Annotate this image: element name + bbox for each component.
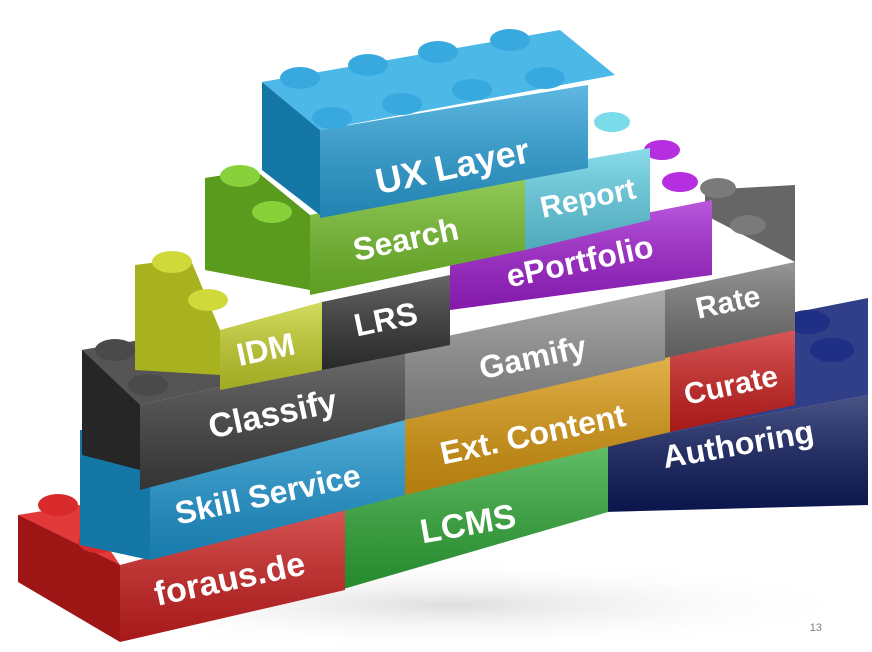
- brick-rate: Rate: [665, 178, 795, 358]
- brick-curate: Curate: [670, 330, 795, 432]
- brick-lrs: LRS: [322, 275, 450, 370]
- brick-idm: IDM: [135, 251, 322, 390]
- brick-lcms: LCMS: [340, 445, 608, 590]
- brick-skill-service: Skill Service: [80, 415, 405, 560]
- brick-report: Report: [525, 112, 650, 250]
- page-number: 13: [809, 622, 822, 634]
- brick-ux-layer: UX Layer: [262, 29, 615, 218]
- brick-gamify: Gamify: [405, 290, 665, 420]
- brick-search: Search: [205, 165, 525, 295]
- brick-eportfolio: ePortfolio: [450, 140, 712, 310]
